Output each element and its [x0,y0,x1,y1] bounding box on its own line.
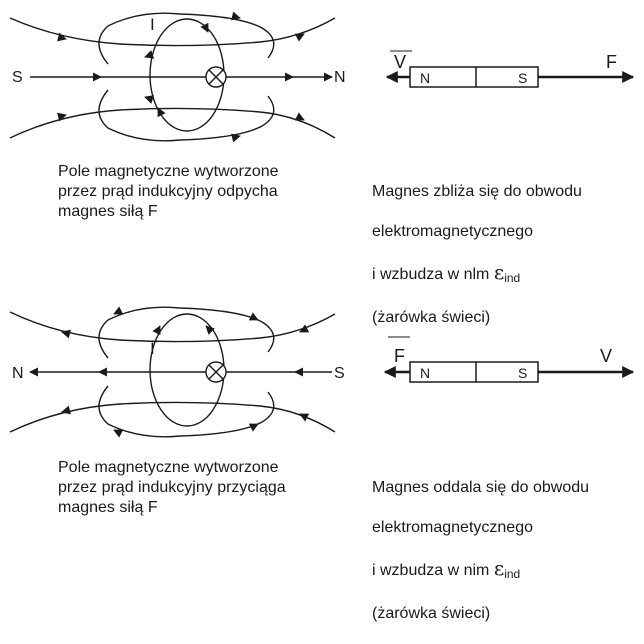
magnet-pole-s: S [518,365,527,381]
caption-line: (żarówka świeci) [372,309,491,326]
pole-label-left: N [12,365,24,382]
caption-line: Magnes oddala się do obwodu [372,479,590,496]
current-arrow [205,325,215,335]
pole-label-left: S [12,69,23,86]
current-arrow [200,22,209,33]
field-arrow [113,306,124,315]
bulb-symbol [205,66,227,88]
field-arrow [294,112,305,121]
current-label: I [150,15,155,34]
field-line [98,306,275,359]
magnet-pole-s: S [518,70,527,86]
field-arrow [144,95,155,104]
field-arrow [57,112,67,122]
current-arrow [152,325,161,336]
caption-bottom-left: Pole magnetyczne wytworzone przez prąd i… [58,459,286,516]
caption-top-right: Magnes zbliża się do obwodu elektromagne… [372,162,582,348]
caption-prefix: i wzbudza w nim [372,562,494,579]
current-label: I [150,339,155,358]
caption-line: i wzbudza w nim εind [372,558,589,584]
field-arrow [294,33,305,42]
field-line [98,385,275,438]
force-label: F [606,52,617,72]
emf-symbol: ε [493,260,505,284]
caption-bottom-right: Magnes oddala się do obwodu elektromagne… [372,458,589,644]
field-arrow [57,32,67,42]
emf-subscript: ind [504,567,521,581]
bottom-magnet-diagram [383,336,635,383]
field-arrow [299,324,310,333]
magnet-pole-n: N [420,365,430,381]
magnet [409,66,539,88]
field-line [9,311,336,343]
caption-line: elektromagnetycznego [372,223,533,240]
emf-subscript: ind [504,271,521,285]
pole-label-right: N [334,69,346,86]
top-magnet-diagram [385,50,635,88]
field-arrow [113,429,124,438]
bulb-symbol [205,361,227,383]
caption-prefix: i wzbudza w nlm [372,266,494,283]
top-field-diagram [9,11,336,143]
field-arrow [61,405,71,415]
velocity-label: V [600,346,612,366]
bottom-field-diagram [9,306,336,438]
caption-line: (żarówka świeci) [372,605,491,622]
field-arrow [299,413,310,422]
current-arrow [157,107,166,118]
field-line [98,12,275,65]
magnet-pole-n: N [420,70,430,86]
caption-top-left: Pole magnetyczne wytworzone przez prąd i… [58,163,279,220]
field-line [9,401,336,433]
field-line [9,107,336,139]
force-label: F [394,346,405,366]
caption-line: Magnes zbliża się do obwodu [372,183,582,200]
field-line [98,89,275,142]
field-arrow [231,133,241,143]
field-arrow [231,11,241,21]
magnet [409,361,539,383]
induction-diagram: S N I V F N S N [9,11,635,438]
field-arrow [61,329,71,339]
field-arrow [248,423,259,432]
field-line [9,17,336,47]
velocity-label: V [394,52,406,72]
caption-line: elektromagnetycznego [372,519,533,536]
caption-line: i wzbudza w nlm εind [372,262,582,288]
field-arrow [248,312,259,321]
pole-label-right: S [334,365,345,382]
field-arrow [144,50,155,59]
emf-symbol: ε [493,556,505,580]
